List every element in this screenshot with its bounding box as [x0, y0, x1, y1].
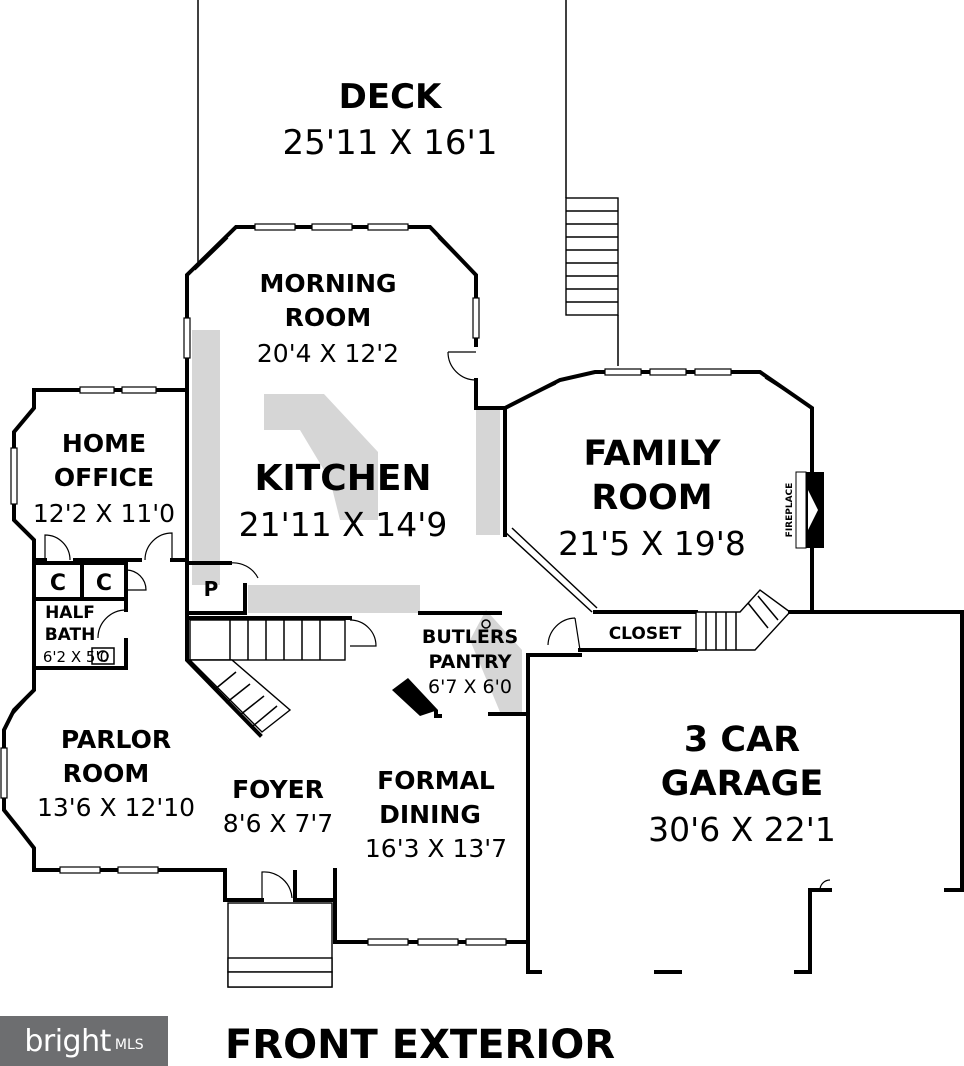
- main-stairs: [185, 611, 352, 738]
- half-bath-fixtures: [91, 647, 115, 665]
- garage-name-2: GARAGE: [661, 764, 824, 804]
- parlor-room-name-2: ROOM: [63, 759, 150, 788]
- butlers-pantry-name-2: PANTRY: [428, 651, 511, 673]
- formal-dining-name-2: DINING: [379, 800, 481, 829]
- doors: [44, 351, 831, 900]
- formal-dining-dims: 16'3 X 13'7: [365, 834, 507, 863]
- fireplace-icon: [795, 471, 824, 549]
- garage-name-1: 3 CAR: [684, 720, 800, 760]
- butlers-pantry-walls: [418, 611, 582, 718]
- front-exterior-caption: FRONT EXTERIOR: [225, 1022, 615, 1066]
- home-office-windows: [10, 386, 157, 505]
- parlor-room-name-1: PARLOR: [61, 725, 171, 754]
- half-bath-name-2: BATH: [45, 625, 96, 645]
- deck-stairs: [565, 197, 619, 316]
- half-bath-dims: 6'2 X 5'0: [43, 648, 109, 666]
- morning-room-name-1: MORNING: [259, 269, 396, 298]
- kitchen-dims: 21'11 X 14'9: [239, 505, 448, 544]
- butlers-pantry-dims: 6'7 X 6'0: [428, 676, 512, 698]
- home-office-name-1: HOME: [62, 429, 146, 458]
- small-closets: [32, 561, 128, 601]
- closet-c1-label: C: [50, 571, 66, 596]
- home-office-walls: [12, 383, 189, 602]
- parlor-room-windows: [0, 699, 159, 874]
- kitchen-counters: [192, 330, 522, 712]
- butlers-pantry-name-1: BUTLERS: [422, 626, 518, 648]
- home-office-name-2: OFFICE: [54, 463, 154, 492]
- pantry-walls: [185, 561, 247, 615]
- bright-mls-logo: bright MLS: [0, 1016, 168, 1066]
- formal-dining-name-1: FORMAL: [377, 766, 495, 795]
- family-room-name-1: FAMILY: [583, 434, 721, 474]
- morning-room-windows: [183, 223, 480, 359]
- deck-dims: 25'11 X 16'1: [282, 123, 497, 163]
- foyer-name: FOYER: [232, 775, 324, 804]
- logo-suffix-text: MLS: [114, 1037, 144, 1053]
- closet-walls: [578, 610, 698, 652]
- deck-name: DECK: [339, 77, 443, 117]
- foyer-dims: 8'6 X 7'7: [223, 809, 333, 838]
- family-room-windows: [513, 368, 807, 405]
- home-office-dims: 12'2 X 11'0: [33, 499, 175, 528]
- closet-label: CLOSET: [609, 624, 682, 644]
- family-room-angled-counter: [504, 527, 598, 613]
- closet-c2-label: C: [96, 571, 112, 596]
- garage-dims: 30'6 X 22'1: [648, 810, 836, 849]
- half-bath-walls: [32, 597, 128, 670]
- half-bath-name-1: HALF: [45, 603, 95, 623]
- range-hood-icon: [392, 678, 438, 716]
- logo-brand-text: bright: [24, 1023, 111, 1059]
- kitchen-name: KITCHEN: [254, 458, 431, 499]
- family-room-dims: 21'5 X 19'8: [558, 524, 746, 563]
- formal-dining-windows: [367, 938, 507, 946]
- pantry-label: P: [204, 577, 219, 601]
- deck-outline: [197, 0, 619, 366]
- family-room-name-2: ROOM: [591, 478, 712, 518]
- fireplace-label: FIREPLACE: [785, 483, 795, 538]
- garage-stairs: [695, 589, 792, 651]
- morning-room-name-2: ROOM: [285, 303, 372, 332]
- foyer-walls: [223, 868, 337, 902]
- front-steps: [227, 902, 333, 988]
- morning-room-dims: 20'4 X 12'2: [257, 339, 399, 368]
- parlor-room-dims: 13'6 X 12'10: [37, 793, 195, 822]
- butlers-pantry-sink-icon: [481, 619, 491, 629]
